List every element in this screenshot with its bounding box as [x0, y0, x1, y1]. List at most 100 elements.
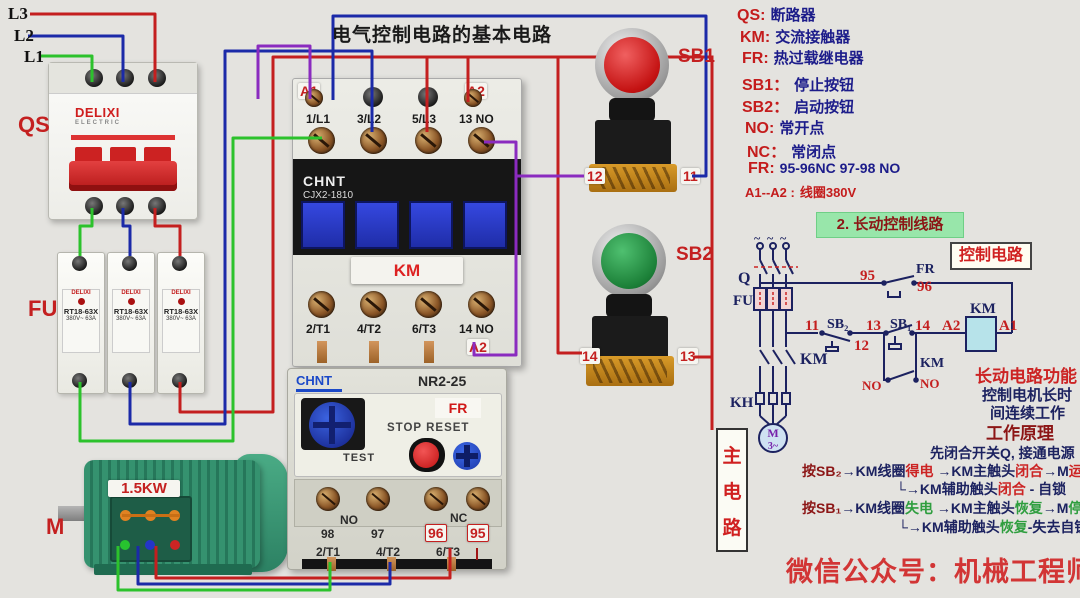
phase-label-l2: L2 [14, 26, 34, 45]
sb1-terminal-11: 11 [681, 168, 700, 185]
contactor-model: CJX2-1810 [303, 190, 354, 201]
legend-row: QS:断路器 [737, 7, 816, 24]
schematic-sb2-label: SB₂ [827, 317, 848, 332]
relay-t95-chip: 95 [467, 524, 489, 543]
relay-screw-98 [316, 487, 340, 511]
red-button-cap [604, 37, 660, 93]
footer-watermark: 微信公众号：机械工程师 [786, 557, 1080, 587]
svg-text:A2: A2 [942, 318, 960, 334]
motor-foot [94, 564, 252, 575]
contactor-blue-block [355, 201, 399, 249]
schematic-km-main-label: KM [800, 351, 828, 368]
relay-reset-button [453, 442, 481, 470]
motor-power-chip: 1.5KW [108, 480, 180, 498]
button-body [595, 120, 671, 166]
button-collar [606, 294, 652, 318]
fuse-label: FU [28, 296, 58, 321]
contactor-brand: CHNT [303, 173, 346, 189]
svg-text:NO: NO [920, 376, 940, 391]
schematic-km-aux-label: KM [920, 356, 944, 371]
contactor-coil-screw-a1 [305, 89, 323, 107]
contactor-main-screw [415, 127, 442, 154]
breaker-terminal [116, 69, 134, 87]
relay-pin [387, 557, 396, 571]
relay-screw-96 [424, 487, 448, 511]
green-button-cap [601, 233, 657, 289]
sb1-label: SB1 [678, 46, 715, 67]
svg-text:14: 14 [915, 318, 931, 334]
contactor-blue-block [409, 201, 453, 249]
contactor-aux-screw-14 [468, 291, 495, 318]
svg-text:12: 12 [854, 338, 869, 354]
contactor-main-screw [360, 127, 387, 154]
motor-shaft [58, 506, 86, 521]
legend-row: SB1：停止按钮 [742, 77, 855, 94]
contactor-pin [424, 341, 434, 363]
main-circuit-box: 主 电 路 [716, 428, 748, 552]
relay-t96-chip: 96 [425, 524, 447, 543]
breaker-terminal [148, 197, 166, 215]
relay-stop-button [409, 438, 445, 472]
contactor-km-chip: KM [351, 257, 463, 284]
breaker-paddles [75, 147, 172, 161]
principle-line-3: 按SB₁→KM线圈失电 →KM主触头恢复→M停转 [802, 500, 1080, 516]
contactor-blue-block [301, 201, 345, 249]
schematic-fr-label: FR [916, 262, 936, 277]
function-line2: 间连续工作 [990, 405, 1066, 422]
contactor-pin [317, 341, 327, 363]
relay-face: TEST FR STOP RESET [294, 393, 502, 477]
function-line1: 控制电机长时 [982, 387, 1073, 404]
svg-text:11: 11 [805, 318, 819, 334]
button-collar [609, 98, 655, 122]
breaker-terminal [148, 69, 166, 87]
motor: 1.5KW [58, 452, 290, 577]
relay-pin [447, 557, 456, 571]
legend-row: KM:交流接触器 [740, 29, 851, 46]
contactor-coil-screw-a2 [464, 89, 482, 107]
breaker-terminal [116, 197, 134, 215]
control-circuit-box: 控制电路 [950, 242, 1032, 270]
schematic-motor-label: M [767, 426, 778, 440]
relay-brand: CHNT [296, 373, 342, 392]
relay-nc-label: NC [450, 511, 468, 525]
schematic-kh-label: KH [730, 395, 754, 411]
contactor-main-screw [360, 291, 387, 318]
thermal-relay: CHNT NR2-25 TEST FR STOP RESET NO NC 98 … [287, 368, 507, 571]
motor-terminal-box [110, 496, 192, 562]
contactor-pin [369, 341, 379, 363]
relay-current-dial [309, 402, 355, 448]
phase-label-l3: L3 [8, 4, 28, 23]
schematic-title: 2. 长动控制线路 [816, 212, 964, 238]
relay-pin [327, 557, 336, 571]
svg-text:A1: A1 [999, 318, 1017, 334]
contactor-main-screw [308, 127, 335, 154]
schematic-lines [753, 242, 1013, 453]
breaker-handle [69, 161, 177, 191]
principle-title: 工作原理 [986, 424, 1054, 443]
contactor: A1 A2 1/L1 3/L2 5/L3 13 NO CHNT CJX2-181… [292, 78, 522, 367]
contactor-blue-block [463, 201, 507, 249]
wire [556, 57, 582, 355]
schematic-fu-label: FU [733, 293, 753, 309]
principle-line-1: 按SB₂→KM线圈得电 →KM主触头闭合→M运转 [802, 463, 1080, 479]
legend-row: FR:95-96NC 97-98 NO [748, 160, 901, 177]
contactor-housing: CHNT CJX2-1810 [293, 159, 521, 255]
schematic-sb1-label: SB₁ [890, 317, 911, 332]
relay-t98: 98 [321, 527, 335, 541]
relay-no-label: NO [340, 513, 358, 527]
sb2-terminal-14: 14 [580, 348, 600, 365]
principle-line-2: └→KM辅助触头闭合 - 自锁 [896, 481, 1067, 497]
breaker-terminal [85, 197, 103, 215]
relay-test-label: TEST [343, 452, 376, 464]
button-body [592, 316, 668, 360]
contactor-aux-screw-13 [468, 127, 495, 154]
breaker-label: QS [18, 112, 50, 137]
principle-line-4: └→KM辅助触头恢复-失去自锁 [898, 519, 1080, 535]
relay-fr-chip: FR [435, 398, 481, 418]
contactor-screw [363, 87, 383, 107]
